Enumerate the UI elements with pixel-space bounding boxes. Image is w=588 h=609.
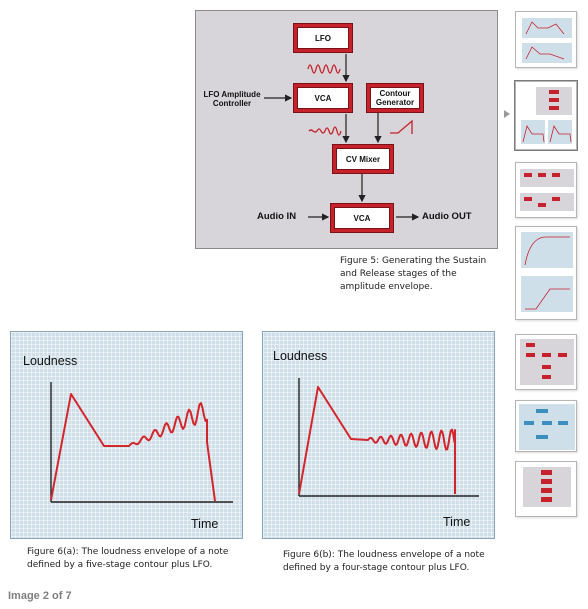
figure-5-caption-line: Figure 5: Generating the Sustain xyxy=(340,256,487,266)
x-axis-label: Time xyxy=(191,517,219,531)
figure-5-caption-line: amplitude envelope. xyxy=(340,282,433,292)
vca-output-waveform xyxy=(308,126,342,136)
thumbnail-4[interactable] xyxy=(515,226,577,320)
thumbnail-6-preview xyxy=(519,404,575,450)
lfo-block: LFO xyxy=(293,23,353,53)
figure-6b-caption-line: Figure 6(b): The loudness envelope of a … xyxy=(283,550,485,560)
loudness-envelope-curve xyxy=(50,393,216,502)
audio-in-label: Audio IN xyxy=(257,211,297,222)
figure-6a-caption-line: defined by a five-stage contour plus LFO… xyxy=(27,560,213,570)
vca-bottom-block: VCA xyxy=(330,203,394,233)
figure-6b-plot xyxy=(298,378,479,497)
x-axis-label: Time xyxy=(443,515,471,529)
y-axis-label: Loudness xyxy=(23,354,78,368)
lfo-amplitude-label: LFO Amplitude Controller xyxy=(203,90,261,108)
lfo-block-label: LFO xyxy=(297,27,349,49)
image-counter: Image 2 of 7 xyxy=(8,590,72,602)
figure-6b-caption-line: defined by a four-stage contour plus LFO… xyxy=(283,563,470,573)
figure-5-caption: Figure 5: Generating the Sustain and Rel… xyxy=(340,255,500,294)
figure-6a-caption-line: Figure 6(a): The loudness envelope of a … xyxy=(27,547,229,557)
thumbnail-3-preview xyxy=(520,169,574,211)
figure-6a-caption: Figure 6(a): The loudness envelope of a … xyxy=(27,546,267,572)
cv-mixer-label: CV Mixer xyxy=(336,148,390,170)
thumbnail-7[interactable] xyxy=(515,461,577,517)
loudness-envelope-curve xyxy=(298,386,456,495)
contour-generator-block: Contour Generator xyxy=(366,83,424,113)
thumbnail-1[interactable] xyxy=(515,11,577,68)
figure-5-diagram: LFO VCA Contour Generator CV Mixer VCA L… xyxy=(195,10,498,249)
cv-mixer-block: CV Mixer xyxy=(332,144,394,174)
audio-out-label: Audio OUT xyxy=(422,211,472,222)
thumbnail-5[interactable] xyxy=(515,334,577,390)
vca-top-block: VCA xyxy=(293,83,353,113)
thumbnail-5-preview xyxy=(520,339,574,385)
figure-6a-plot xyxy=(50,382,233,503)
thumbnail-1-preview xyxy=(522,18,572,63)
contour-shape xyxy=(390,119,413,134)
thumbnail-7-preview xyxy=(523,467,571,507)
figure-6b-caption: Figure 6(b): The loudness envelope of a … xyxy=(283,549,523,575)
thumbnail-2-selected[interactable] xyxy=(515,81,577,150)
thumbnail-6[interactable] xyxy=(515,400,577,452)
thumbnail-2-preview xyxy=(521,87,572,144)
figure-6a-graph: Loudness Time xyxy=(10,331,243,539)
contour-generator-label: Contour Generator xyxy=(370,87,420,109)
thumbnail-3[interactable] xyxy=(515,162,577,218)
vca-top-block-label: VCA xyxy=(297,87,349,109)
figure-5-caption-line: and Release stages of the xyxy=(340,269,457,279)
figure-5-connections xyxy=(264,54,420,221)
figure-6b-graph: Loudness Time xyxy=(262,331,495,539)
thumbnail-4-preview xyxy=(521,232,573,312)
lfo-waveform xyxy=(307,64,341,74)
selected-thumbnail-arrow-icon xyxy=(504,110,510,118)
vca-bottom-block-label: VCA xyxy=(334,207,390,229)
y-axis-label: Loudness xyxy=(273,349,328,363)
